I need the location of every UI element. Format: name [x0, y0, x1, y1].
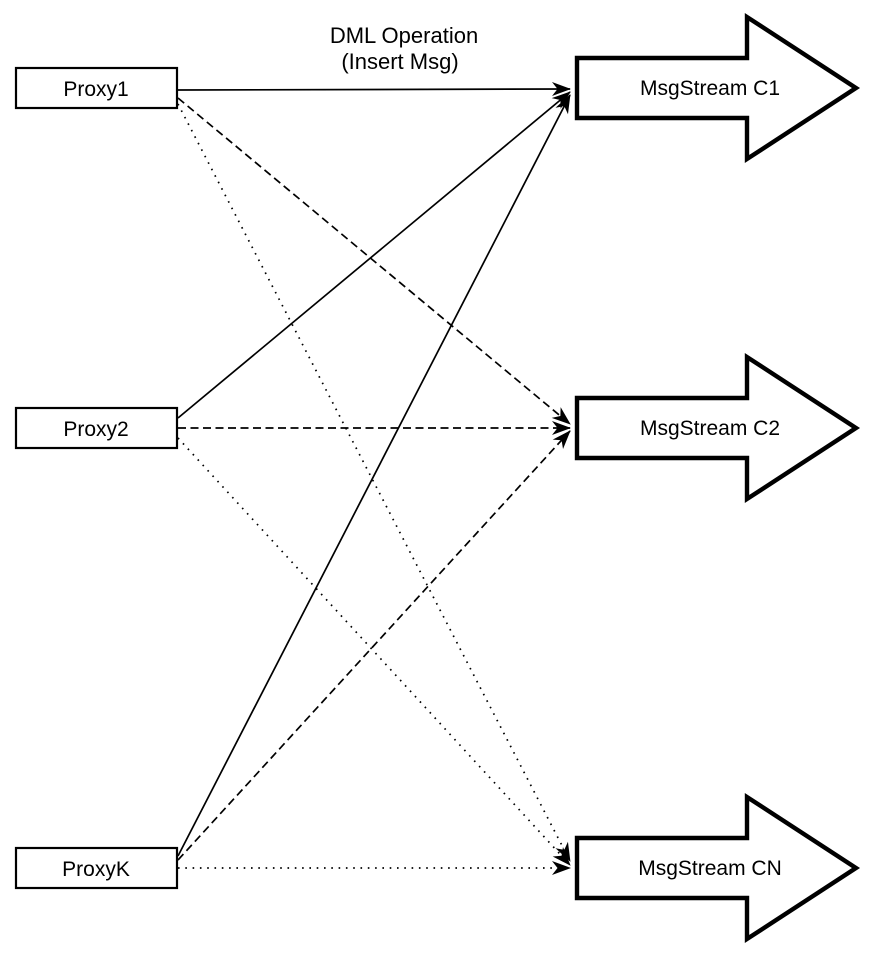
proxyk-label: ProxyK	[62, 858, 130, 881]
edge-proxy1-to-c1-solid	[177, 82, 571, 97]
proxy2-label: Proxy2	[63, 418, 128, 441]
proxyk-node: ProxyK	[14, 846, 179, 890]
stream-c2-arrow-shape	[574, 352, 861, 504]
edges-layer	[177, 82, 571, 875]
edge-proxy2-to-cn-dotted	[177, 437, 571, 866]
stream-c1-arrow-shape	[574, 12, 861, 164]
edge-proxy2-to-c1-solid	[177, 91, 571, 419]
stream-c2-node: MsgStream C2	[574, 352, 861, 504]
stream-c2-label: MsgStream C2	[640, 417, 780, 440]
title-line1: DML Operation	[330, 23, 478, 48]
stream-c1-node: MsgStream C1	[574, 12, 861, 164]
proxy1-node: Proxy1	[14, 66, 179, 110]
edge-proxyk-to-c2-dashed	[177, 430, 571, 861]
proxyk-box	[14, 846, 179, 890]
title-line2: (Insert Msg)	[341, 49, 458, 74]
proxy2-box	[14, 406, 179, 450]
edge-proxy1-to-cn-dotted	[177, 103, 571, 862]
edge-proxy1-to-c2-dashed	[177, 97, 571, 425]
stream-cn-label: MsgStream CN	[638, 857, 782, 880]
proxy1-label: Proxy1	[63, 78, 128, 101]
proxy2-node: Proxy2	[14, 406, 179, 450]
edge-proxyk-to-c1-solid	[177, 94, 571, 857]
stream-cn-node: MsgStream CN	[574, 792, 861, 944]
proxy1-box	[14, 66, 179, 110]
stream-cn-arrow-shape	[574, 792, 861, 944]
diagram-title: DML Operation (Insert Msg)	[330, 23, 478, 74]
stream-c1-label: MsgStream C1	[640, 77, 780, 100]
